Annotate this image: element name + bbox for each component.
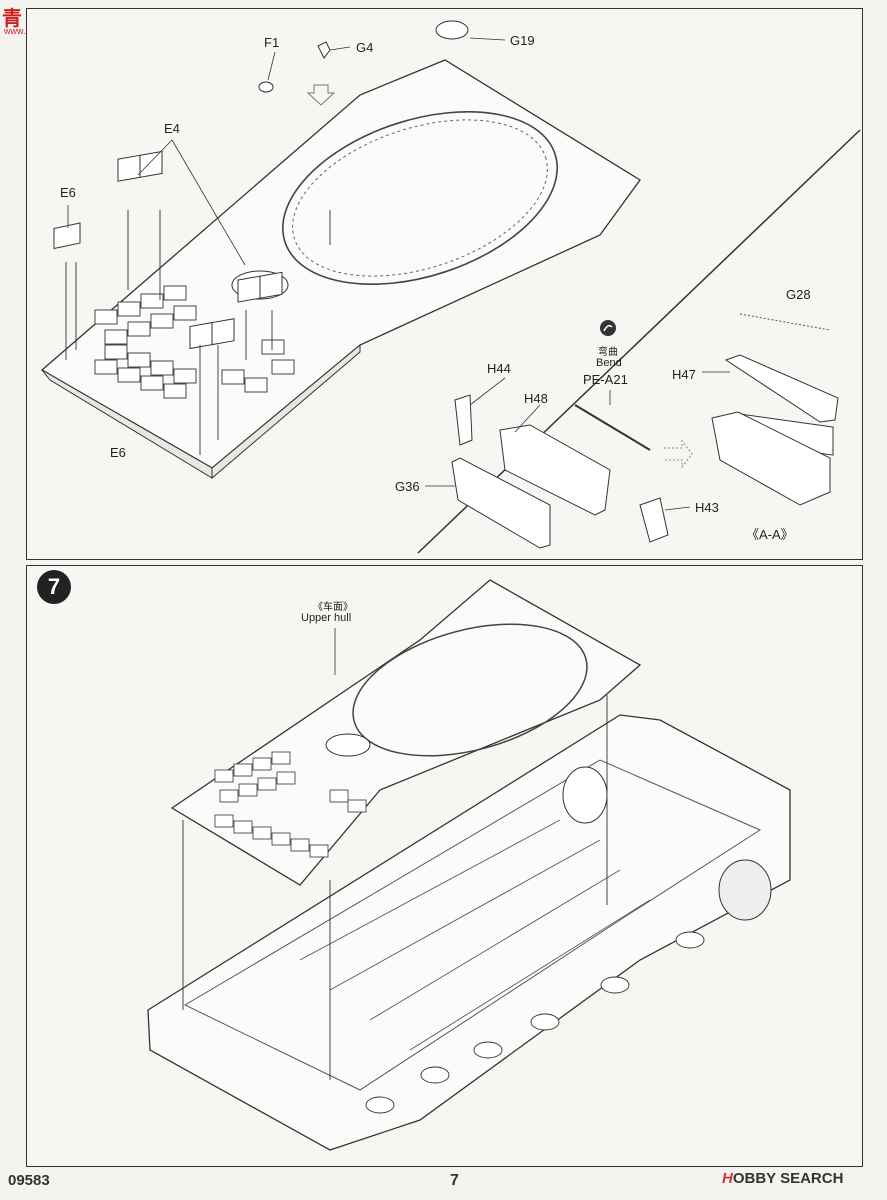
h48-part xyxy=(499,424,611,516)
label-f1: F1 xyxy=(264,35,280,50)
h47-part xyxy=(724,354,839,423)
page-number: 7 xyxy=(450,1172,459,1189)
label-e6-top: E6 xyxy=(60,185,76,200)
right-arrow xyxy=(664,439,693,469)
engine-deck-boxes xyxy=(94,285,295,399)
down-arrow xyxy=(306,84,336,106)
label-h43: H43 xyxy=(695,500,719,515)
label-upper-hull-en: Upper hull xyxy=(301,612,352,624)
label-section-a-a: 《A-A》 xyxy=(746,527,794,542)
brand-prefix: H xyxy=(722,1170,733,1187)
pe-a21-part xyxy=(574,404,651,451)
label-h48: H48 xyxy=(524,391,548,406)
e6-part xyxy=(53,222,81,250)
watermark-logo: 青 xyxy=(2,8,22,30)
label-upper-hull-cn: 《车面》 xyxy=(313,602,353,613)
assembly-lines xyxy=(65,210,331,455)
label-g19: G19 xyxy=(510,33,535,48)
hull-plate-outline xyxy=(40,59,641,469)
a-a-assembly xyxy=(711,411,831,506)
label-g28: G28 xyxy=(786,287,811,302)
label-bend-en: Bend xyxy=(596,357,622,369)
f1-part xyxy=(258,81,274,93)
product-code: 09583 xyxy=(8,1172,50,1189)
g19-part xyxy=(435,20,469,40)
label-bend-cn: 弯曲 xyxy=(598,347,618,358)
brand-watermark: HOBBY SEARCH xyxy=(722,1170,843,1187)
h43-part xyxy=(639,497,669,543)
label-h44: H44 xyxy=(487,361,511,376)
label-h47: H47 xyxy=(672,367,696,382)
label-g36: G36 xyxy=(395,479,420,494)
label-pe-a21: PE-A21 xyxy=(583,372,628,387)
bend-icon xyxy=(600,320,616,336)
label-e4: E4 xyxy=(164,121,180,136)
turret-ring xyxy=(282,111,558,285)
label-e6-bottom: E6 xyxy=(110,445,126,460)
g36-part xyxy=(451,457,551,549)
step-7-panel xyxy=(26,565,863,1167)
step-7-badge: 7 xyxy=(37,570,71,604)
label-g4: G4 xyxy=(356,40,374,55)
e4-parts xyxy=(117,150,283,350)
brand-name: OBBY SEARCH xyxy=(732,1170,844,1187)
g4-part xyxy=(317,41,331,59)
h44-part xyxy=(454,394,473,446)
